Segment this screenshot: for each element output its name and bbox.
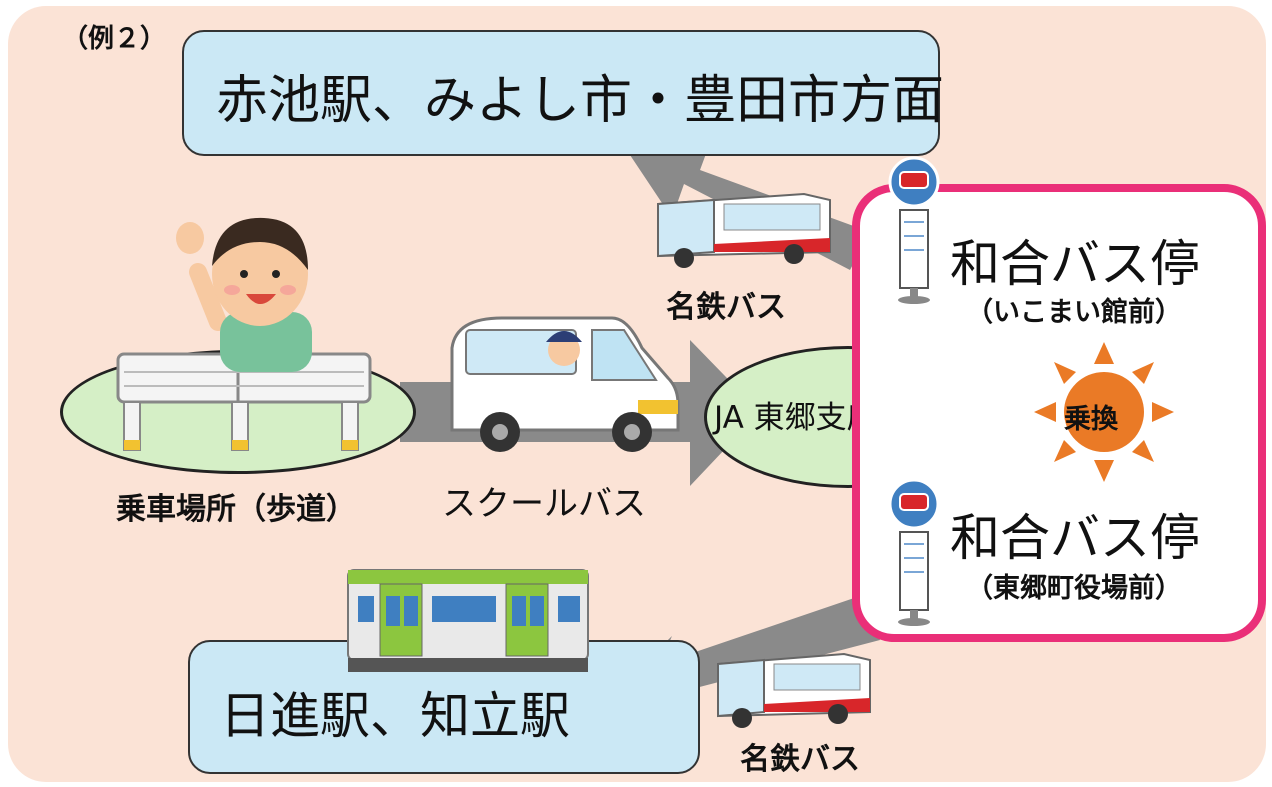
destination-top-box [182, 30, 940, 156]
train-illustration [347, 569, 589, 672]
bus-stop-sign-top-icon [888, 156, 940, 304]
transfer-badge-label: 乗換 [1064, 404, 1118, 435]
guardrail-illustration [116, 352, 372, 451]
transfer-sun-icon [1034, 342, 1174, 482]
waving-person-illustration [176, 217, 312, 372]
destination-bottom-box [188, 640, 700, 774]
meitetsu-bus-bottom-illustration [717, 652, 871, 728]
meitetsu-bus-top-label: 名鉄バス [666, 290, 786, 325]
meitetsu-bus-bottom-label: 名鉄バス [740, 742, 860, 777]
school-bus-label: スクールバス [442, 484, 646, 524]
example-label: （例２） [62, 24, 167, 54]
destination-bottom-label: 日進駅、知立駅 [220, 687, 570, 745]
transfer-stop-1-name: 和合バス停 [950, 235, 1200, 293]
destination-top-label: 赤池駅、みよし市・豊田市方面 [216, 71, 945, 131]
meitetsu-bus-top-illustration [657, 192, 831, 268]
transfer-stop-2-name: 和合バス停 [950, 509, 1200, 567]
boarding-place-label: 乗車場所（歩道） [116, 492, 356, 527]
transfer-stop-2-sub: （東郷町役場前） [966, 573, 1182, 604]
school-bus-van-illustration [450, 316, 680, 452]
transfer-stop-1-sub: （いこまい館前） [966, 297, 1182, 328]
bus-stop-sign-bottom-icon [888, 478, 940, 626]
